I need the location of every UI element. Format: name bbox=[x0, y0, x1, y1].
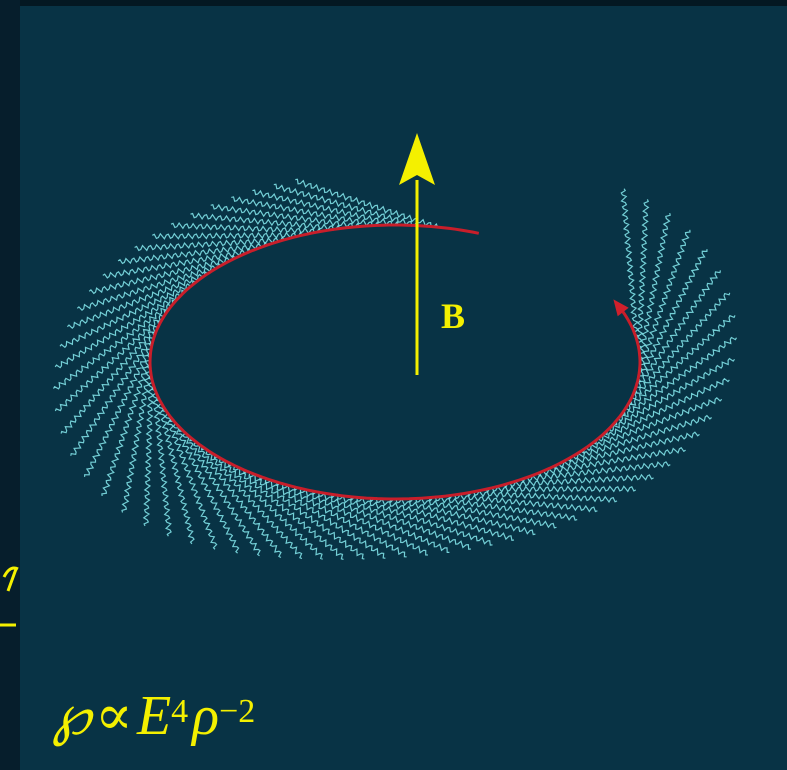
radiation-wave bbox=[178, 427, 261, 557]
radiation-wave bbox=[620, 188, 640, 339]
radiation-wave bbox=[84, 342, 153, 477]
radiation-wave bbox=[330, 493, 471, 550]
radiation-wave bbox=[102, 247, 252, 279]
radiation-wave bbox=[389, 497, 536, 536]
radiation-wave bbox=[603, 357, 735, 436]
radiation-wave bbox=[552, 431, 700, 470]
radiation-wave bbox=[580, 396, 723, 454]
radiation-wave bbox=[635, 199, 650, 350]
radiation-wave bbox=[134, 236, 285, 252]
radiation-wave bbox=[485, 485, 637, 493]
radiation-wave bbox=[142, 375, 155, 527]
radiation-wave bbox=[231, 196, 380, 227]
radiation-wave bbox=[293, 486, 428, 556]
radiation-wave bbox=[243, 469, 365, 560]
power-symbol: ℘ bbox=[52, 685, 92, 747]
radiation-wave bbox=[170, 222, 322, 235]
radiation-wave bbox=[466, 489, 618, 503]
radiation-wave bbox=[190, 212, 341, 232]
radiation-wave bbox=[213, 454, 323, 560]
radiation-wave bbox=[70, 331, 156, 456]
radiation-wave bbox=[637, 249, 708, 383]
radiation-wave bbox=[155, 397, 195, 545]
radiation-wave bbox=[200, 446, 303, 560]
radiation-wave bbox=[428, 495, 578, 521]
radiation-wave bbox=[628, 292, 731, 405]
radiation-wave bbox=[161, 407, 218, 550]
radius-symbol: ρ bbox=[192, 685, 220, 747]
magnetic-field-label: B bbox=[441, 296, 465, 336]
radiation-wave bbox=[169, 418, 240, 554]
radiation-wave bbox=[152, 231, 303, 240]
radiation-wave bbox=[88, 254, 236, 295]
radiation-wave bbox=[252, 189, 399, 227]
radiation-wave bbox=[369, 497, 515, 541]
radiation-wave bbox=[638, 212, 671, 361]
radius-exponent: −2 bbox=[219, 692, 256, 730]
top-edge-strip bbox=[20, 0, 787, 6]
radiation-wave bbox=[295, 178, 439, 228]
radiation-wave bbox=[66, 271, 209, 330]
radiation-wave bbox=[613, 336, 738, 426]
radiation-wave bbox=[54, 289, 186, 369]
radiation-wave bbox=[228, 462, 344, 560]
radiation-wave bbox=[189, 437, 282, 559]
radiation-wave bbox=[520, 461, 671, 483]
power-scaling-formula: ℘ ∝ E4 ρ−2 bbox=[52, 688, 255, 744]
radiation-wave bbox=[503, 473, 654, 489]
radiation-wave bbox=[537, 446, 686, 477]
radiation-wave bbox=[567, 414, 712, 463]
radiation-wave bbox=[210, 203, 360, 229]
radiation-wave bbox=[276, 481, 407, 558]
magnetic-field-arrowhead bbox=[399, 133, 435, 185]
radiation-wave bbox=[76, 262, 222, 312]
cropped-edge-glyph bbox=[0, 566, 19, 627]
radiation-wave bbox=[59, 279, 196, 349]
radiation-wave bbox=[101, 353, 152, 497]
radiation-wave bbox=[259, 476, 386, 559]
orbit-direction-arrowhead bbox=[613, 299, 629, 317]
energy-exponent: 4 bbox=[171, 692, 189, 730]
radiation-wave bbox=[150, 386, 172, 537]
radiation-wave bbox=[408, 497, 557, 529]
radiation-wave bbox=[117, 241, 268, 265]
radiation-wave bbox=[633, 270, 721, 394]
radiation-wave bbox=[52, 299, 176, 390]
energy-symbol: E bbox=[136, 685, 172, 747]
radiation-wave bbox=[447, 493, 598, 513]
proportional-symbol: ∝ bbox=[95, 685, 133, 747]
radiation-waves bbox=[52, 178, 738, 560]
radiation-wave bbox=[621, 314, 736, 416]
radiation-wave bbox=[349, 496, 493, 546]
radiation-wave bbox=[592, 377, 730, 445]
radiation-wave bbox=[311, 490, 450, 553]
radiation-wave bbox=[273, 183, 419, 227]
electron-orbit bbox=[148, 223, 642, 501]
radiation-wave bbox=[54, 309, 168, 412]
radiation-wave bbox=[638, 229, 691, 372]
radiation-wave bbox=[121, 364, 152, 513]
radiation-wave bbox=[60, 320, 161, 434]
